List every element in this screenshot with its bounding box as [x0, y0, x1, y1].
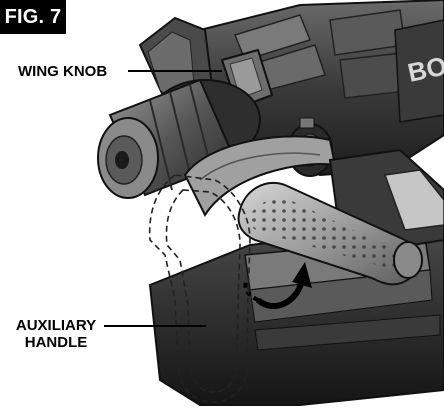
tool-body: BO — [198, 0, 444, 177]
figure-label: FIG. 7 — [0, 0, 66, 34]
auxiliary-handle-label-line1: AUXILIARY — [15, 317, 97, 334]
auxiliary-handle-label: AUXILIARY HANDLE — [6, 317, 106, 351]
brand-logo-text: BO — [405, 50, 444, 87]
auxiliary-handle-alternate-position — [148, 174, 251, 403]
auxiliary-handle-label-line2: HANDLE — [24, 334, 88, 351]
wing-knob-label: WING KNOB — [18, 63, 108, 80]
auxiliary-handle — [237, 182, 423, 286]
